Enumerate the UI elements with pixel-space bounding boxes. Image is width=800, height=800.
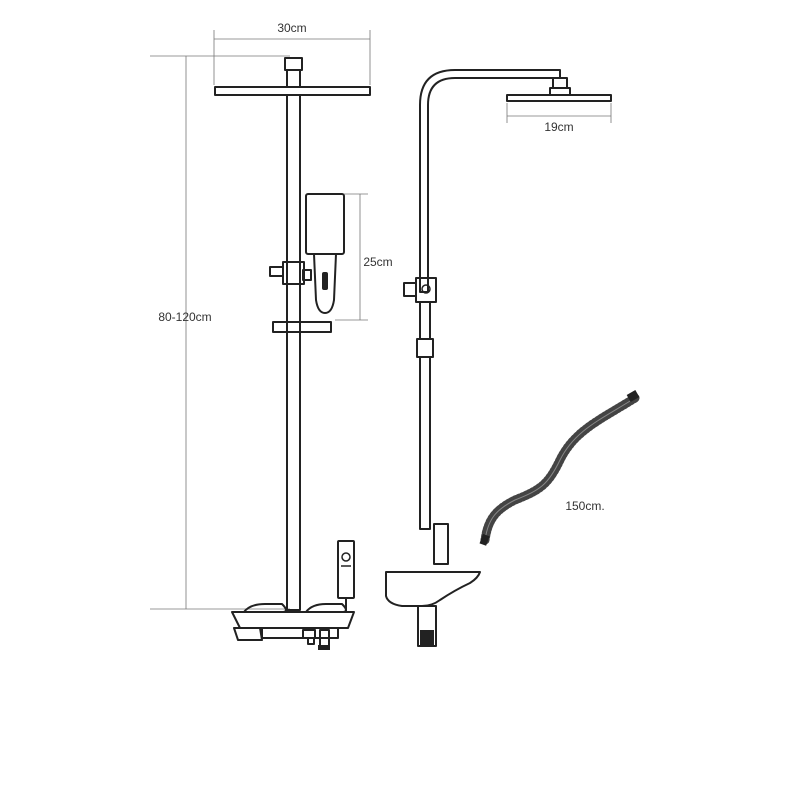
front-view: 30cm 80-120cm xyxy=(150,21,393,650)
height-range-dimension: 80-120cm xyxy=(150,55,290,610)
shower-arm xyxy=(419,69,571,293)
side-view: 19cm xyxy=(385,69,612,647)
handheld-length-dimension: 25cm xyxy=(335,193,393,321)
side-head-width-dimension: 19cm xyxy=(506,103,612,134)
overhead-width-dimension: 30cm xyxy=(213,21,371,85)
tub-handheld-sprayer xyxy=(337,540,355,612)
flexible-hose: 150cm. xyxy=(479,390,640,546)
handheld-length-label: 25cm xyxy=(363,255,392,269)
side-shower-head xyxy=(506,94,612,102)
slider-bracket xyxy=(269,261,312,285)
height-range-label: 80-120cm xyxy=(158,310,211,324)
mixer-shelf-base xyxy=(231,603,355,650)
soap-holder xyxy=(272,321,332,333)
side-head-width-label: 19cm xyxy=(544,120,573,134)
hose-length-label: 150cm. xyxy=(565,499,604,513)
side-riser-pipe xyxy=(416,301,434,530)
diverter-box xyxy=(433,523,449,565)
side-spout-shelf xyxy=(385,571,481,647)
shower-riser-pipe xyxy=(286,94,301,611)
overhead-width-label: 30cm xyxy=(277,21,306,35)
handheld-shower xyxy=(305,193,345,314)
rain-shower-head xyxy=(214,57,371,96)
